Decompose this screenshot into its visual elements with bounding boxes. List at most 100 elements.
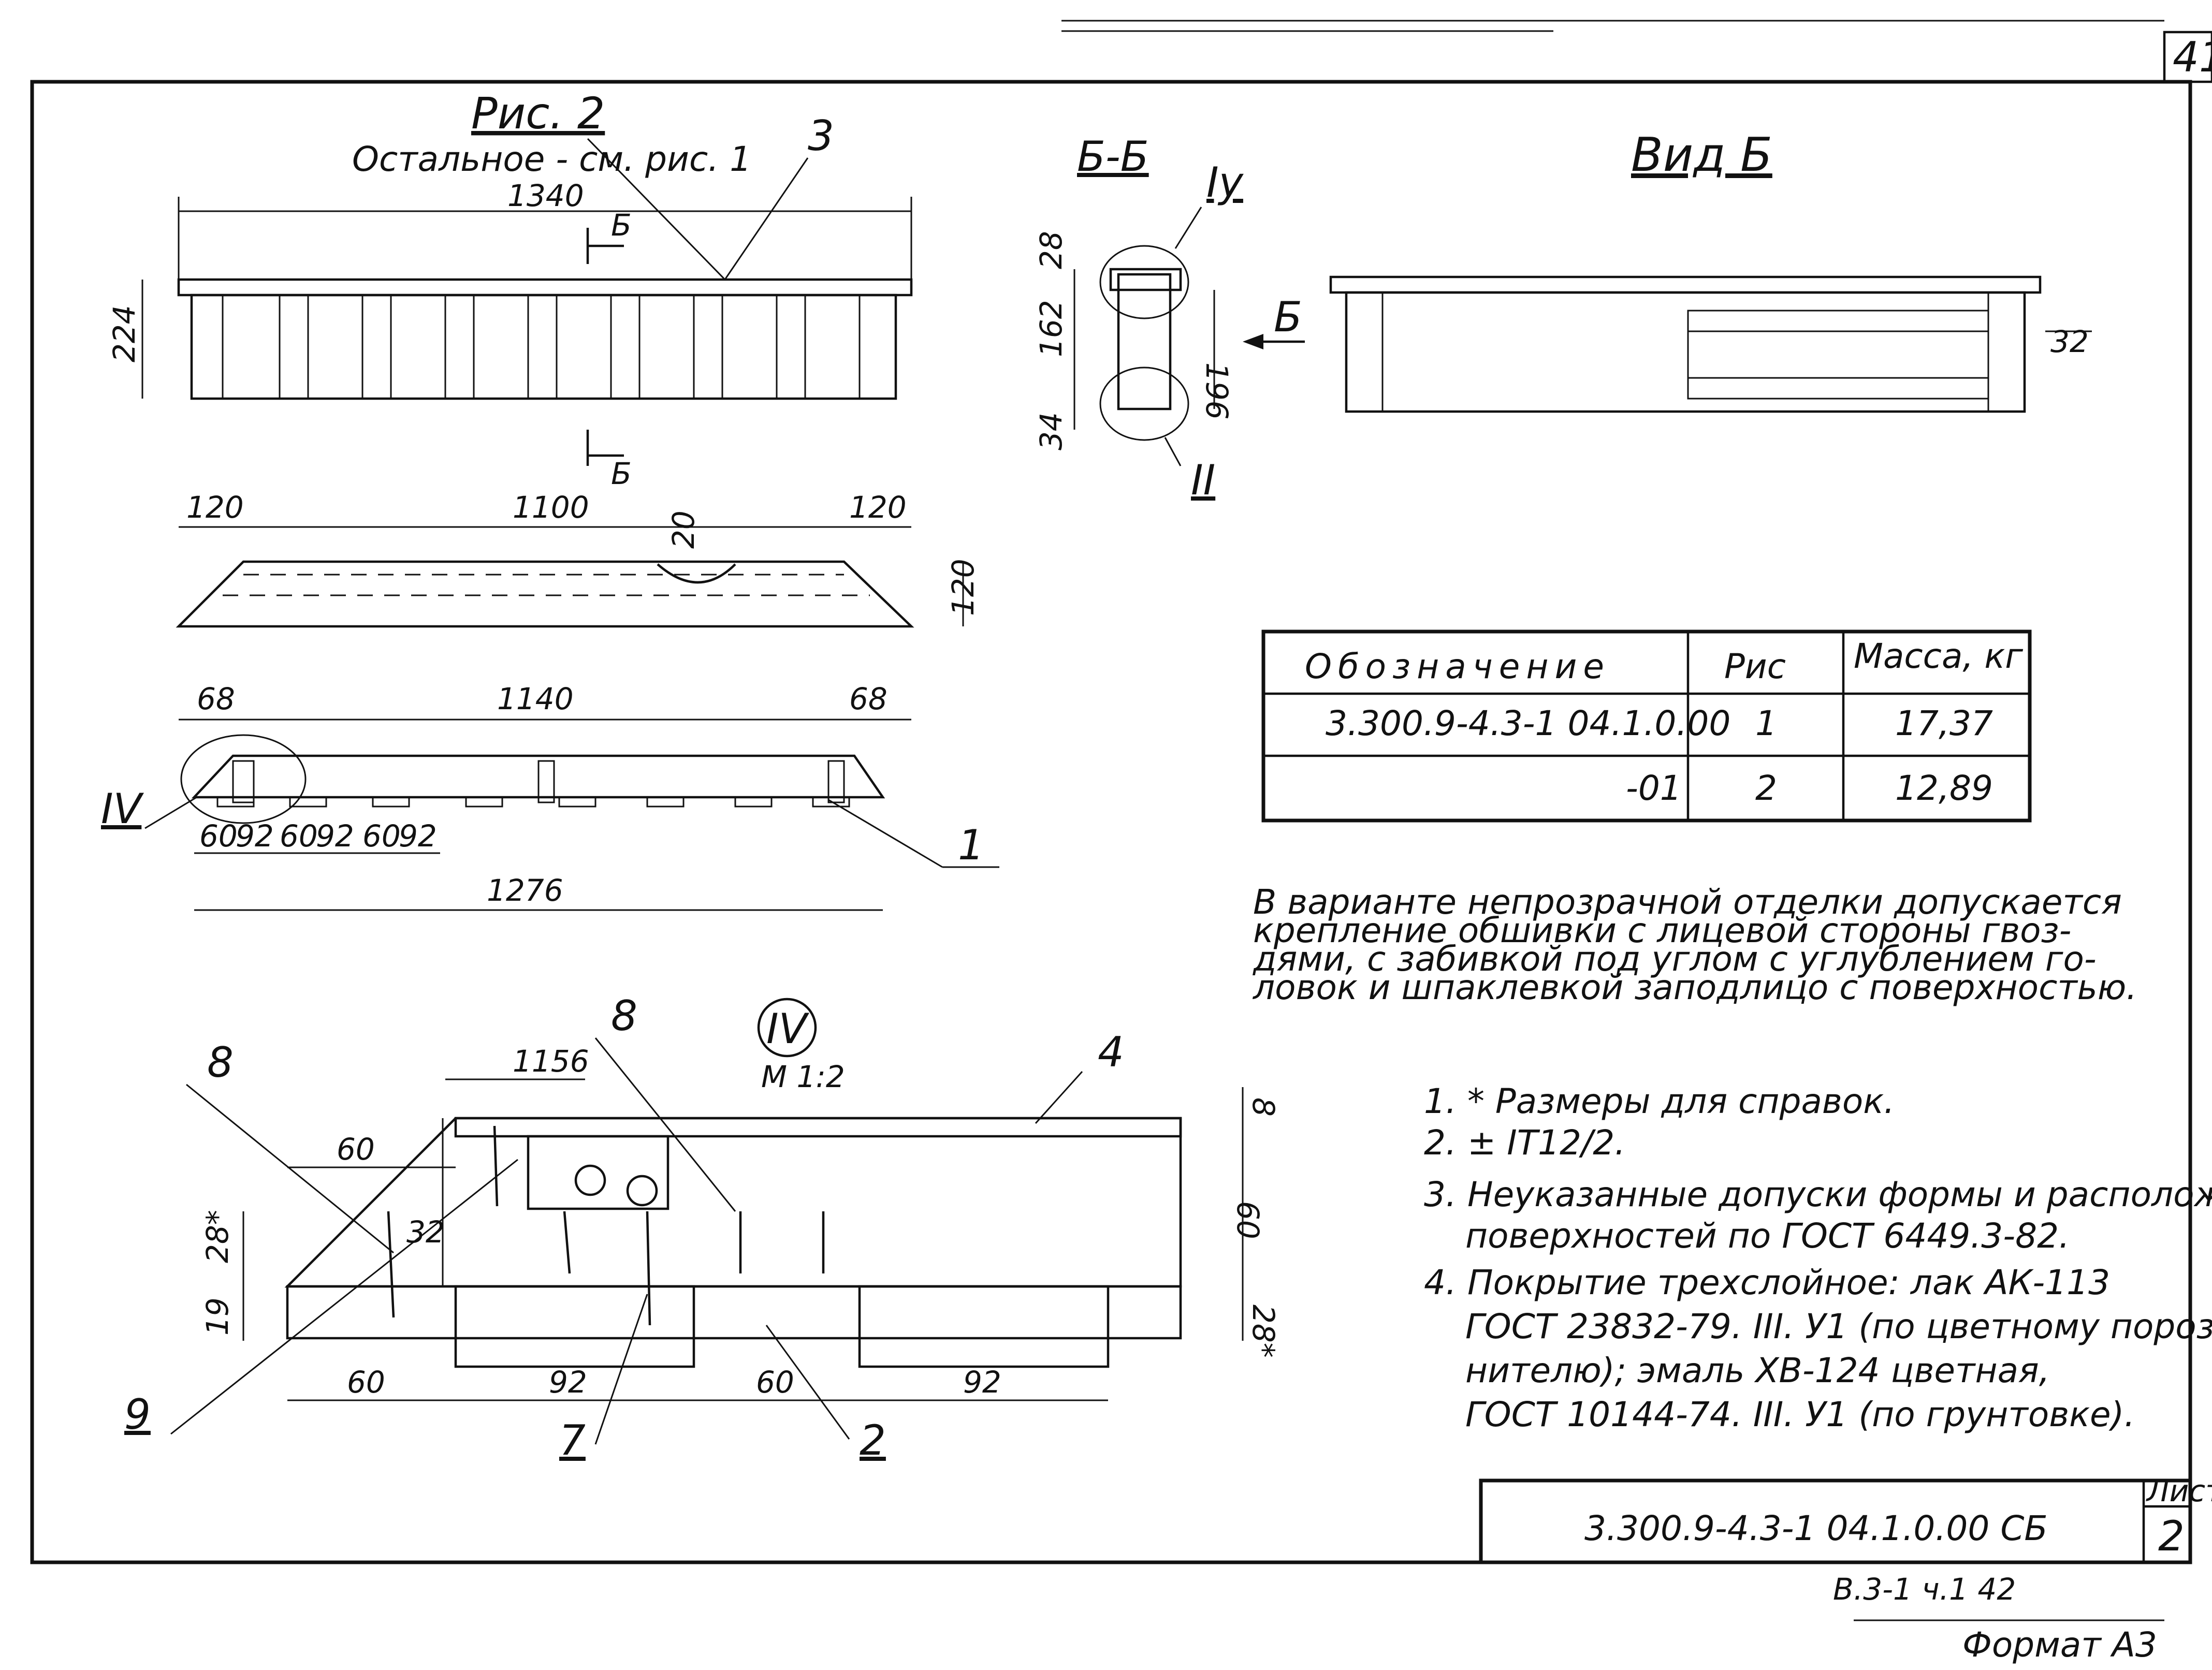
detail-iv-d28: 28* xyxy=(200,1210,235,1263)
section-bb-height: 196 xyxy=(1199,362,1234,420)
fig2-subtitle: Остальное - см. рис. 1 xyxy=(352,139,751,179)
spec-row1-fig: 1 xyxy=(1755,704,1777,743)
note-line-4: поверхностей по ГОСТ 6449.3-82. xyxy=(1465,1216,2070,1256)
section-bb-node-bottom: II xyxy=(1191,456,1215,504)
detail-iv-scale: М 1:2 xyxy=(761,1059,845,1094)
plan-dim-right: 68 xyxy=(849,681,887,716)
variant-note-line-1: В варианте непрозрачной отделки допускае… xyxy=(1253,882,2122,922)
plan-sp-0: 60 xyxy=(199,818,238,854)
title-block-sheet-label: Лист xyxy=(2146,1473,2212,1508)
detail-iv-label-8a: 8 xyxy=(207,1038,234,1087)
section-bb-dim-1: 162 xyxy=(1034,300,1069,357)
section-bb-dim-2: 34 xyxy=(1034,412,1069,450)
drawing-frame xyxy=(30,80,2192,1564)
spec-header-fig: Рис xyxy=(1724,647,1786,686)
fig2-dim-length: 1340 xyxy=(507,178,584,213)
section-bb-profile xyxy=(1117,273,1172,411)
side-dim-right: 120 xyxy=(849,490,907,525)
spec-table: Обозначение Рис Масса, кг 3.300.9-4.3-1 … xyxy=(1261,629,2032,823)
spec-row2-fig: 2 xyxy=(1755,768,1777,808)
detail-iv-r60: 60 xyxy=(1230,1201,1265,1239)
detail-iv-r28: 28* xyxy=(1246,1305,1281,1358)
fig2-leader-3-line xyxy=(724,157,809,280)
fig2-leader-3-label: 3 xyxy=(808,112,834,160)
plan-dim-total: 1276 xyxy=(487,873,563,908)
plan-leader-1-label: 1 xyxy=(958,821,984,869)
title-block-frame xyxy=(1479,1478,2192,1564)
spec-row1-mass: 17,37 xyxy=(1895,704,1993,743)
spec-row2-designation: -01 xyxy=(1626,768,1682,808)
side-notch xyxy=(657,563,736,584)
detail-iv-leader-8b xyxy=(594,1037,736,1212)
spec-row2-mass: 12,89 xyxy=(1895,768,1993,808)
detail-iv-label-9: 9 xyxy=(124,1390,151,1439)
detail-iv-outline xyxy=(284,1117,1182,1288)
detail-iv-top-board xyxy=(454,1117,1182,1138)
variant-note-line-4: ловок и шпаклевкой заподлицо с поверхнос… xyxy=(1252,968,2137,1007)
detail-iv-nails xyxy=(387,1125,825,1326)
detail-iv-leader-7 xyxy=(594,1294,648,1445)
side-trapezoid xyxy=(176,560,914,628)
fig2-front-view: Рис. 2 Остальное - см. рис. 1 1340 224 3… xyxy=(107,88,913,491)
fig2-body xyxy=(190,294,897,400)
title-block-code: 3.300.9-4.3-1 04.1.0.00 СБ xyxy=(1584,1508,2048,1548)
fig2-dim-height: 224 xyxy=(107,305,142,362)
plan-leader-1 xyxy=(828,799,943,868)
detail-iv-block xyxy=(527,1135,670,1210)
view-b-top-board xyxy=(1329,275,2042,294)
detail-iv-leader-2 xyxy=(765,1325,850,1440)
note-line-5: 4. Покрытие трехслойное: лак АК-113 xyxy=(1424,1263,2110,1302)
plan-sp-2: 60 xyxy=(280,818,318,854)
variant-note-line-3: дями, с забивкой под углом с углублением… xyxy=(1253,939,2097,979)
footer-format: Формат А3 xyxy=(1962,1625,2157,1665)
variant-note: В варианте непрозрачной отделки допускае… xyxy=(1252,882,2137,1007)
note-line-8: ГОСТ 10144-74. III. У1 (по грунтовке). xyxy=(1465,1395,2135,1434)
note-line-2: 2. ± IT12/2. xyxy=(1424,1123,1625,1163)
view-b-dim: 32 xyxy=(2050,324,2089,359)
detail-iv-leader-9 xyxy=(170,1159,518,1435)
section-bb-node-circle-top xyxy=(1099,245,1189,319)
detail-iv-mark-circle xyxy=(757,998,817,1058)
plan-feet xyxy=(216,796,850,808)
page-number: 41 xyxy=(2173,33,2212,81)
detail-iv-b60b: 60 xyxy=(756,1365,794,1400)
fig2-section-label-bottom: Б xyxy=(611,456,632,491)
detail-iv-d60-top: 60 xyxy=(337,1132,375,1167)
title-block-sheet-number: 2 xyxy=(2158,1512,2185,1560)
section-bb-node-circle-bottom xyxy=(1099,367,1189,441)
page-number-box xyxy=(2163,31,2212,83)
section-bb-arrow-label: Б xyxy=(1274,293,1302,341)
fig2-section-label-top: Б xyxy=(611,208,632,243)
fig2-top-board xyxy=(177,278,913,297)
plan-sp-3: 92 xyxy=(316,818,354,854)
note-line-1: 1. * Размеры для справок. xyxy=(1424,1081,1895,1121)
plan-block-mid xyxy=(537,760,555,803)
fig2-slats xyxy=(222,295,861,399)
detail-iv-d19: 19 xyxy=(200,1297,235,1336)
plan-dim-left: 68 xyxy=(197,681,235,716)
plan-view: 68 1140 68 IV 60 92 60 92 60 92 1276 1 xyxy=(101,681,999,911)
side-dim-left: 120 xyxy=(186,490,244,525)
note-line-3: 3. Неуказанные допуски формы и расположе… xyxy=(1424,1175,2212,1214)
detail-iv-hole-2 xyxy=(626,1175,658,1207)
side-dim-middle: 1100 xyxy=(513,490,589,525)
plan-block-left xyxy=(232,760,255,803)
view-b-panel xyxy=(1687,310,1989,400)
note-line-6: ГОСТ 23832-79. III. У1 (по цветному поро… xyxy=(1465,1307,2212,1346)
detail-iv-b60: 60 xyxy=(347,1365,385,1400)
plan-dim-middle: 1140 xyxy=(497,681,574,716)
section-bb-node-top-leader xyxy=(1174,207,1202,249)
plan-detail-circle xyxy=(180,734,307,824)
detail-iv-leader-4 xyxy=(1035,1071,1083,1124)
view-b-title: Вид Б xyxy=(1631,128,1772,182)
variant-note-line-2: крепление обшивки с лицевой стороны гвоз… xyxy=(1253,911,2071,950)
view-b: Вид Б 32 xyxy=(1329,128,2092,413)
view-b-left-post xyxy=(1345,291,1384,413)
fig2-leader-3 xyxy=(587,138,726,281)
side-notch-dim: 20 xyxy=(666,510,701,549)
side-view: 120 1100 120 20 120 xyxy=(176,490,981,628)
general-notes: 1. * Размеры для справок. 2. ± IT12/2. 3… xyxy=(1424,1081,2212,1434)
note-line-7: нителю); эмаль ХВ-124 цветная, xyxy=(1465,1351,2050,1390)
plan-detail-mark: IV xyxy=(101,785,144,833)
